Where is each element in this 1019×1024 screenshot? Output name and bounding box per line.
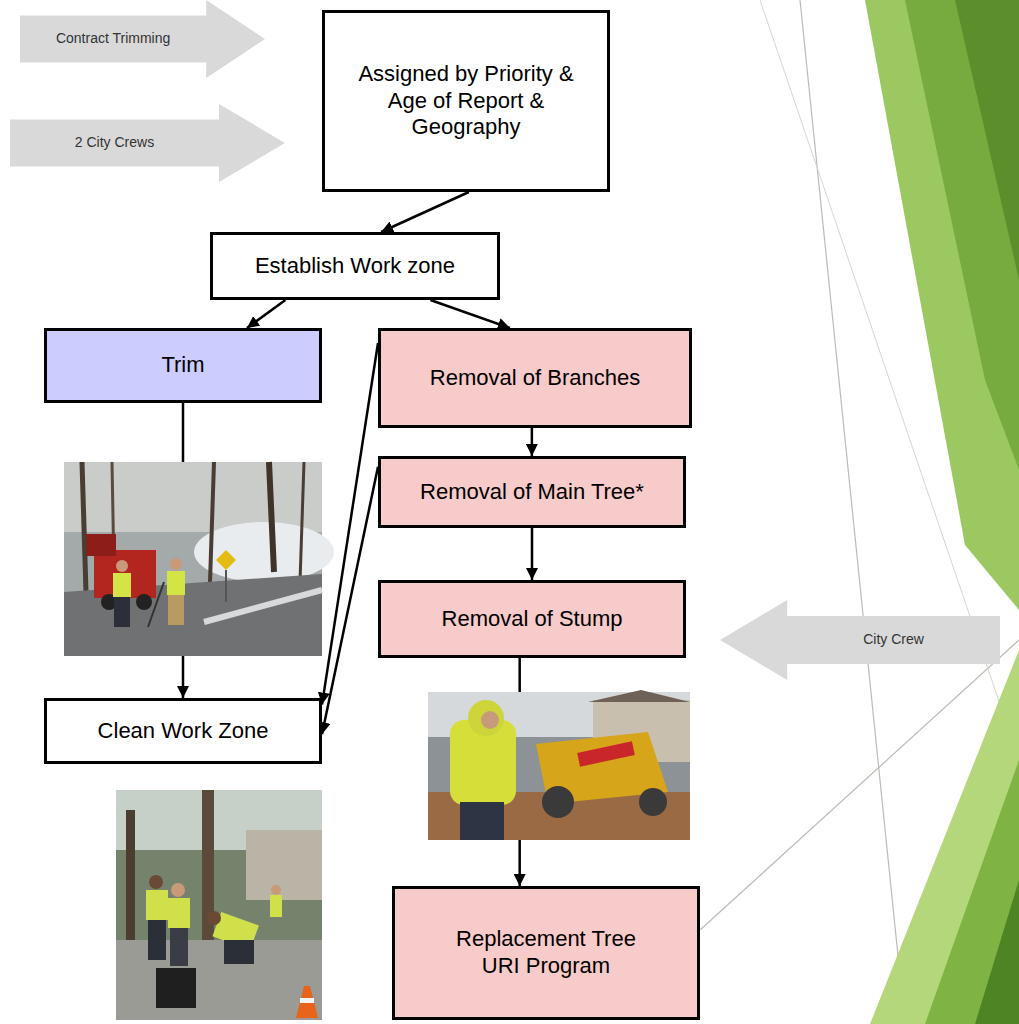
worker-legs (148, 920, 166, 960)
roof (588, 690, 690, 702)
worker-legs (170, 928, 188, 966)
worker-head (271, 885, 281, 895)
connector-arrow (381, 192, 469, 232)
worker-head (171, 883, 185, 897)
arrow-label: Contract Trimming (56, 30, 170, 47)
worker-head (149, 875, 163, 889)
chipper-chute (86, 534, 116, 556)
safety-vest (270, 895, 282, 917)
worker-legs (114, 597, 130, 627)
connector-arrow (247, 300, 285, 328)
deco-panel (925, 760, 1019, 1024)
rake (148, 582, 164, 627)
arrow-shape (720, 600, 1000, 680)
box-label: Removal of Stump (442, 606, 623, 633)
arrow-label: City Crew (863, 631, 924, 648)
chipper-truck (94, 550, 156, 598)
connector-arrow (322, 467, 378, 735)
process-box: Removal of Branches (378, 328, 692, 428)
deco-panel (870, 650, 1019, 1024)
box-label: Removal of Branches (430, 365, 640, 392)
box-label: Assigned by Priority & Age of Report & G… (346, 61, 586, 141)
deco-panel (955, 0, 1019, 280)
connector-arrow (430, 300, 509, 328)
worker-legs (168, 595, 184, 625)
photo-background (116, 790, 322, 1020)
stump-photo (428, 690, 690, 840)
crew-arrow: City Crew (720, 600, 1000, 680)
process-box: Establish Work zone (210, 232, 500, 300)
arrow-label: 2 City Crews (75, 134, 154, 151)
debris-bag (156, 968, 196, 1008)
connector-arrow (531, 428, 534, 456)
worker-head (116, 560, 128, 572)
snow (194, 522, 334, 582)
traffic-cone (296, 986, 318, 1018)
process-box: Assigned by Priority & Age of Report & G… (322, 10, 610, 192)
crew-arrow: 2 City Crews (10, 104, 285, 182)
box-label: Establish Work zone (255, 253, 455, 280)
box-label: Clean Work Zone (98, 718, 269, 745)
connector-arrow (322, 343, 378, 705)
safety-vest (168, 898, 190, 928)
tree-trunk (300, 462, 304, 582)
process-box: Clean Work Zone (44, 698, 322, 764)
tree-trunk (269, 462, 274, 572)
clean-photo (116, 790, 322, 1020)
tree-trunk (82, 462, 86, 592)
process-box: Trim (44, 328, 322, 403)
arrow-fill (20, 0, 265, 78)
tree-trunk (126, 810, 135, 960)
deco-panel (975, 880, 1019, 1024)
safety-vest (113, 573, 131, 597)
worker-legs (224, 940, 254, 964)
grinder-wheel (639, 788, 667, 816)
box-label: Trim (161, 352, 204, 379)
tree-trunk (210, 462, 214, 582)
worker-head (170, 558, 182, 570)
deco-line (800, 0, 905, 1024)
arrow-fill (720, 600, 1000, 680)
box-label: Replacement Tree URI Program (441, 926, 651, 980)
sidewalk (116, 940, 322, 1020)
wheel (136, 594, 152, 610)
box-label: Removal of Main Tree* (420, 479, 644, 506)
arrow-fill (10, 104, 285, 182)
photo-background (428, 692, 690, 840)
safety-vest (146, 890, 168, 920)
cone-stripe (300, 998, 314, 1003)
crew-arrow: Contract Trimming (20, 0, 265, 78)
process-box: Removal of Stump (378, 580, 686, 658)
road-sign (216, 550, 236, 570)
photo-sky (64, 462, 322, 532)
worker-hood (468, 700, 504, 736)
worker-legs (460, 802, 504, 840)
safety-vest (167, 571, 185, 595)
deco-panel (905, 0, 1019, 470)
sign-post (225, 570, 227, 602)
worker-face (481, 711, 499, 729)
connector-arrow (531, 528, 534, 580)
guardrail (204, 590, 322, 622)
trim-photo (64, 462, 334, 656)
grinder-wheel (542, 786, 574, 818)
house (246, 830, 322, 900)
worker-head (207, 911, 221, 925)
process-box: Replacement Tree URI Program (392, 886, 700, 1020)
grinder-label (577, 741, 635, 766)
deco-panel (865, 0, 1019, 610)
process-box: Removal of Main Tree* (378, 456, 686, 528)
